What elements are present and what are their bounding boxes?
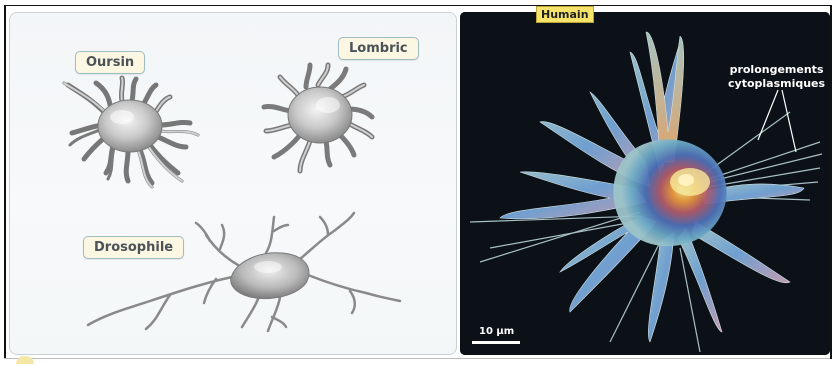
label-lombric: Lombric bbox=[338, 37, 419, 60]
annotation-label: prolongements cytoplasmiques bbox=[728, 63, 825, 91]
scale-bar bbox=[472, 341, 520, 344]
label-humain: Humain bbox=[536, 6, 594, 23]
corner-tab bbox=[16, 356, 34, 364]
label-oursin: Oursin bbox=[75, 51, 145, 74]
bottom-divider bbox=[4, 358, 830, 359]
label-drosophile: Drosophile bbox=[83, 236, 184, 259]
drawings-panel: Oursin Lombric Drosophile bbox=[9, 12, 457, 355]
scale-bar-label: 10 µm bbox=[479, 326, 514, 337]
annotation-line-2: cytoplasmiques bbox=[728, 77, 825, 91]
annotation-line-1: prolongements bbox=[728, 63, 825, 77]
